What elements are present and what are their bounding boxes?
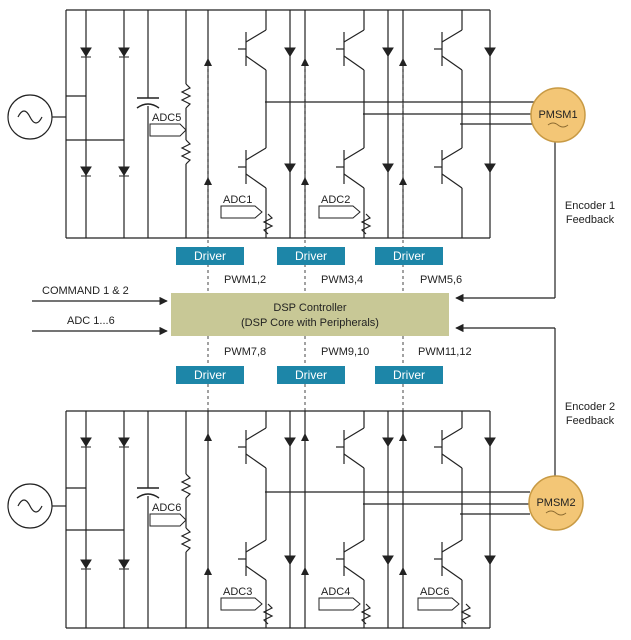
sine-wave-icon	[17, 110, 43, 124]
adc1-label: ADC1	[223, 194, 252, 206]
adc-input-label: ADC 1...6	[67, 315, 115, 327]
resistor-icon-bottom	[180, 473, 472, 625]
diode-icon	[284, 47, 296, 57]
driver-top-3	[375, 247, 443, 265]
top-rectifier-diodes	[80, 47, 496, 177]
encoder1-line1: Encoder 1	[565, 200, 615, 212]
pwm-top-1: PWM1,2	[224, 274, 266, 286]
diode-icon	[118, 47, 130, 57]
adc-tag-shape	[318, 597, 361, 611]
adc6-label: ADC6	[420, 586, 449, 598]
sine-wave-icon	[17, 499, 43, 513]
pwm-bottom-3: PWM11,12	[418, 346, 472, 358]
diode-icon	[284, 163, 296, 173]
command-label: COMMAND 1 & 2	[42, 285, 129, 297]
motor-tilde-icon	[545, 510, 567, 516]
motor-pmsm2	[528, 475, 584, 531]
adc-tag-shape	[318, 205, 361, 219]
driver-bottom-3	[375, 366, 443, 384]
adc-tag-shape	[149, 513, 187, 527]
driver-bottom-2-label: Driver	[295, 368, 327, 382]
diode-icon	[484, 555, 496, 565]
pwm-top-3: PWM5,6	[420, 274, 462, 286]
dsp-controller-block	[171, 293, 449, 336]
diode-icon	[118, 559, 130, 569]
adc-tags-bottom	[149, 513, 460, 611]
adc-tag-shape	[149, 123, 187, 137]
resistor-icon-top	[180, 83, 372, 235]
top-igbt-transistors	[238, 10, 463, 238]
adc4-label: ADC4	[321, 586, 350, 598]
diode-icon	[484, 163, 496, 173]
driver-top-3-label: Driver	[393, 249, 425, 263]
diode-icon	[382, 555, 394, 565]
motor-pmsm1	[530, 87, 586, 143]
adc-tags-top	[149, 123, 361, 219]
adc-tag-shape	[220, 597, 263, 611]
pwm-bottom-1: PWM7,8	[224, 346, 266, 358]
driver-bottom-1-label: Driver	[194, 368, 226, 382]
encoder2-line2: Feedback	[566, 415, 615, 427]
adc-tag-shape	[417, 597, 460, 611]
diode-icon	[382, 437, 394, 447]
diode-icon	[80, 559, 92, 569]
diode-icon	[284, 555, 296, 565]
diode-icon	[80, 47, 92, 57]
adc2-label: ADC2	[321, 194, 350, 206]
driver-bottom-1	[176, 366, 244, 384]
driver-top-1	[176, 247, 244, 265]
adc3-label: ADC3	[223, 586, 252, 598]
diode-icon	[118, 166, 130, 176]
capacitor-icon-bottom	[136, 487, 160, 499]
motor-tilde-icon	[547, 122, 569, 128]
diode-icon	[284, 437, 296, 447]
diode-icon	[484, 437, 496, 447]
diode-icon	[484, 47, 496, 57]
driver-top-1-label: Driver	[194, 249, 226, 263]
diode-icon	[382, 47, 394, 57]
adc6-bus-label: ADC6	[152, 502, 181, 514]
bottom-power-stage	[7, 410, 530, 629]
diode-icon	[80, 437, 92, 447]
adc-tag-shape	[220, 205, 263, 219]
encoder1-line2: Feedback	[566, 214, 615, 226]
pwm-bottom-2: PWM9,10	[321, 346, 369, 358]
motor2-label: PMSM2	[536, 497, 575, 509]
driver-top-2-label: Driver	[295, 249, 327, 263]
diode-icon	[80, 166, 92, 176]
motor1-label: PMSM1	[538, 109, 577, 121]
encoder2-line1: Encoder 2	[565, 401, 615, 413]
driver-bottom-2	[277, 366, 345, 384]
capacitor-icon-top	[136, 97, 160, 109]
pwm-top-2: PWM3,4	[321, 274, 363, 286]
bottom-rectifier-diodes	[80, 437, 496, 570]
diode-icon	[382, 163, 394, 173]
driver-bottom-3-label: Driver	[393, 368, 425, 382]
dsp-subtitle: (DSP Core with Peripherals)	[241, 317, 379, 329]
driver-top-2	[277, 247, 345, 265]
diode-icon	[118, 437, 130, 447]
bottom-igbt-transistors	[238, 411, 463, 628]
adc5-label: ADC5	[152, 112, 181, 124]
dsp-title: DSP Controller	[273, 302, 346, 314]
